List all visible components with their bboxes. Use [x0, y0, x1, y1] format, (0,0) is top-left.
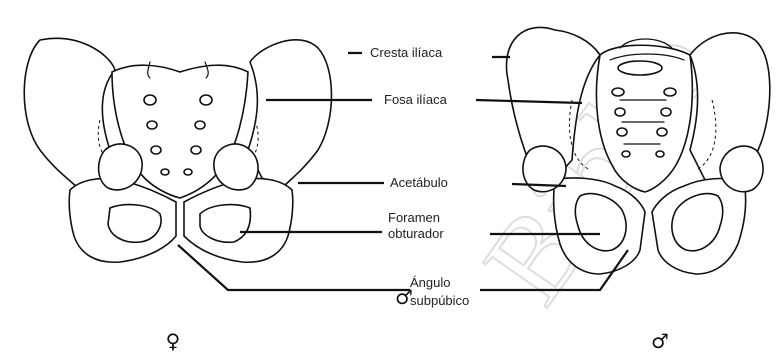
- male-symbol: ♂: [651, 329, 669, 353]
- label-subpubic-angle-2: subpúbico: [410, 293, 469, 308]
- label-obturator-foramen-1: Foramen: [388, 210, 440, 225]
- female-pelvis: [24, 38, 331, 262]
- female-right-acetabulum: [214, 144, 258, 190]
- label-obturator-foramen-2: obturador: [388, 226, 444, 241]
- label-acetabulum: Acetábulo: [390, 175, 448, 190]
- labels: Cresta ilíaca Fosa ilíaca Acetábulo Fora…: [370, 45, 469, 308]
- female-right-ilium: [248, 40, 332, 188]
- male-right-acetabulum: [720, 146, 763, 192]
- label-iliac-crest: Cresta ilíaca: [370, 45, 443, 60]
- male-symbol-overlay: ♂: [395, 285, 413, 309]
- female-symbol: ♀: [166, 329, 181, 353]
- female-left-acetabulum: [99, 144, 143, 190]
- female-right-obturator: [200, 205, 250, 243]
- label-subpubic-angle-1: Ángulo: [410, 275, 450, 290]
- female-left-obturator: [108, 205, 161, 243]
- label-iliac-fossa: Fosa ilíaca: [384, 92, 448, 107]
